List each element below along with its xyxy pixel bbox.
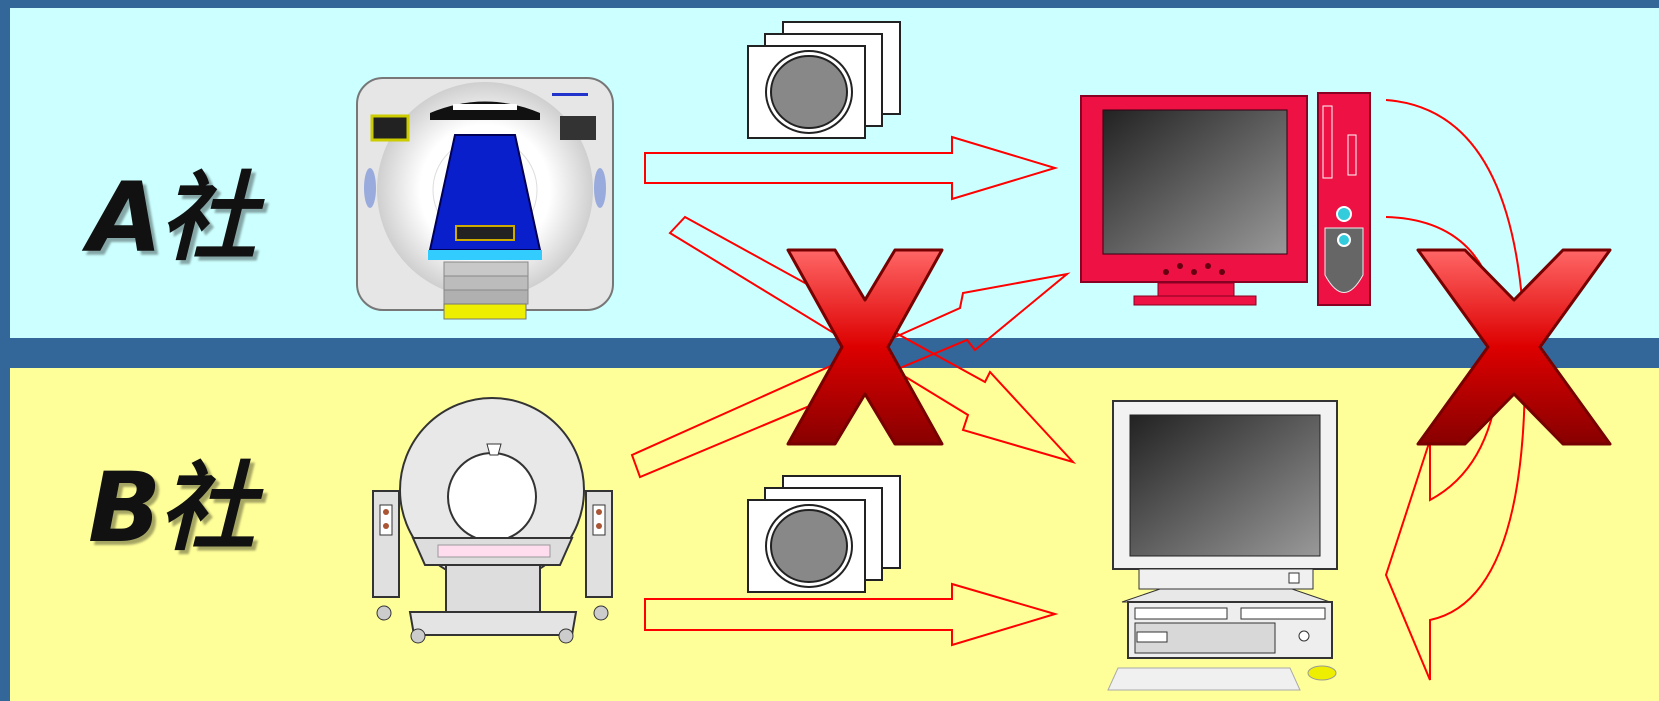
ct-scanner-icon: [357, 78, 613, 319]
red-cross-icon: [788, 250, 942, 444]
arrow-ct-to-viewer-a: [645, 137, 1055, 199]
mri-scanner-icon: [373, 398, 612, 643]
red-cross-icon: [1418, 250, 1610, 444]
image-stack-icon: [748, 476, 900, 592]
arrow-mri-to-viewer-b: [645, 584, 1055, 645]
image-stack-icon: [748, 22, 900, 138]
pc-workstation-icon: [1108, 401, 1337, 690]
monitor-workstation-icon: [1081, 93, 1370, 305]
